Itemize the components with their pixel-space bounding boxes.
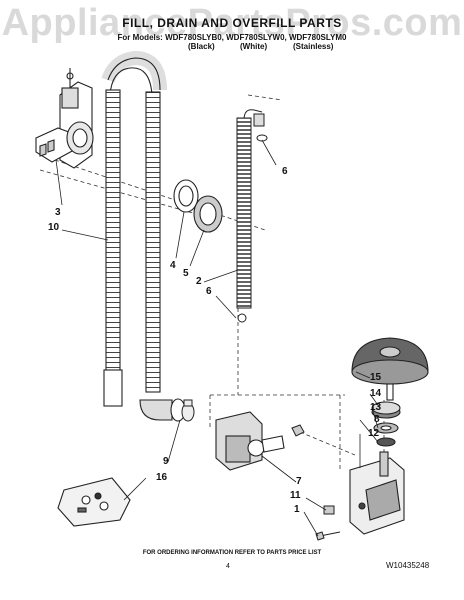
float-seal — [376, 437, 396, 447]
callout-6-clamp-upper: 6 — [282, 166, 288, 177]
watermark: AppliancePartsPros.com — [1, 2, 463, 44]
hose-clamp — [181, 399, 195, 422]
leader-lines — [55, 139, 381, 537]
float-dome — [351, 337, 429, 401]
page-number: 4 — [226, 563, 230, 570]
fill-hose — [236, 109, 268, 323]
page-title: FILL, DRAIN AND OVERFILL PARTS — [122, 16, 342, 30]
callout-1: 1 — [294, 504, 300, 515]
callout-7: 7 — [296, 476, 302, 487]
callout-2: 2 — [196, 276, 202, 287]
callout-10: 10 — [48, 222, 60, 233]
callout-16: 16 — [156, 472, 168, 483]
grommets — [173, 179, 223, 233]
drain-hose — [101, 50, 186, 422]
float-washer — [373, 422, 399, 434]
callout-11: 11 — [290, 490, 301, 501]
ordering-note: FOR ORDERING INFORMATION REFER TO PARTS … — [142, 550, 322, 556]
callout-9: 9 — [163, 456, 169, 467]
bracket-assembly — [35, 68, 94, 169]
callout-14: 14 — [370, 388, 382, 399]
valve-screw — [291, 424, 305, 437]
model-list: For Models: WDF780SLYB0, WDF780SLYW0, WD… — [117, 33, 347, 42]
callout-5: 5 — [183, 268, 189, 279]
callout-12: 12 — [368, 428, 380, 439]
parts-bag — [57, 477, 131, 527]
callout-13: 13 — [370, 402, 382, 413]
variant-stainless: (Stainless) — [293, 42, 334, 51]
callout-3: 3 — [55, 207, 61, 218]
variant-white: (White) — [240, 42, 268, 51]
float-switch-assembly — [349, 451, 405, 535]
inlet-valve — [215, 411, 285, 471]
variant-black: (Black) — [188, 42, 215, 51]
callout-8: 8 — [374, 414, 380, 425]
callout-15: 15 — [370, 372, 382, 383]
document-number: W10435248 — [386, 561, 430, 570]
callout-6-clamp-lower: 6 — [206, 286, 212, 297]
callout-4: 4 — [170, 260, 176, 271]
mounting-screws — [315, 505, 341, 541]
